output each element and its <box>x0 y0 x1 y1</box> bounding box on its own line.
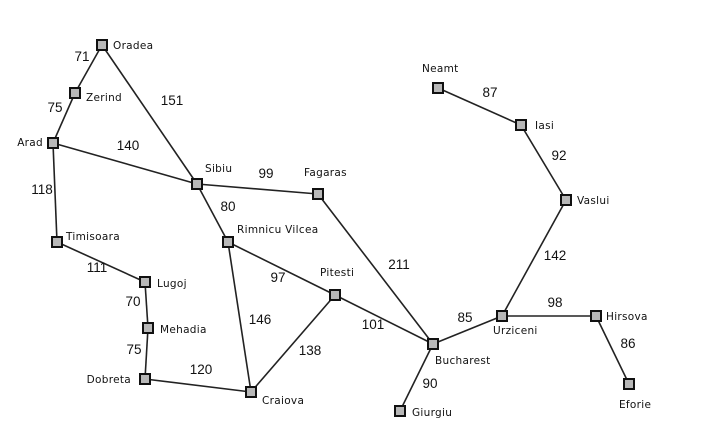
city-node-neamt[interactable] <box>432 82 444 94</box>
city-label-dobreta: Dobreta <box>87 374 131 386</box>
road-distance-label: 75 <box>126 342 141 357</box>
city-label-timisoara: Timisoara <box>65 231 120 243</box>
city-node-mehadia[interactable] <box>142 322 154 334</box>
road-distance-label: 111 <box>87 260 108 275</box>
road-distance-label: 86 <box>620 336 635 351</box>
city-node-hirsova[interactable] <box>590 310 602 322</box>
city-label-arad: Arad <box>17 137 43 149</box>
road-dobreta-craiova <box>144 378 252 393</box>
road-distance-label: 90 <box>422 376 437 391</box>
road-distance-label: 71 <box>74 49 89 64</box>
city-label-vaslui: Vaslui <box>577 195 610 207</box>
road-hirsova-eforie <box>595 315 630 385</box>
city-node-lugoj[interactable] <box>139 276 151 288</box>
city-label-neamt: Neamt <box>422 63 459 75</box>
city-node-giurgiu[interactable] <box>394 405 406 417</box>
road-distance-label: 142 <box>544 248 567 263</box>
city-node-timisoara[interactable] <box>51 236 63 248</box>
road-pitesti-bucharest <box>334 294 434 345</box>
road-distance-label: 138 <box>299 343 322 358</box>
road-bucharest-giurgiu <box>399 343 434 412</box>
city-node-rimnicu[interactable] <box>222 236 234 248</box>
road-distance-label: 97 <box>270 270 285 285</box>
city-node-vaslui[interactable] <box>560 194 572 206</box>
city-node-arad[interactable] <box>47 137 59 149</box>
road-distance-label: 120 <box>190 362 213 377</box>
road-urziceni-vaslui <box>501 199 567 317</box>
road-zerind-arad <box>52 92 76 144</box>
road-distance-label: 75 <box>47 100 62 115</box>
road-arad-sibiu <box>52 142 198 185</box>
city-label-bucharest: Bucharest <box>435 355 491 367</box>
city-node-urziceni[interactable] <box>496 310 508 322</box>
road-distance-label: 98 <box>547 295 562 310</box>
road-distance-label: 87 <box>482 85 497 100</box>
city-node-sibiu[interactable] <box>191 178 203 190</box>
city-label-oradea: Oradea <box>113 40 153 52</box>
road-distance-label: 151 <box>161 93 184 108</box>
city-node-zerind[interactable] <box>69 87 81 99</box>
road-distance-label: 211 <box>388 257 410 272</box>
road-distance-label: 70 <box>125 294 140 309</box>
city-label-giurgiu: Giurgiu <box>412 407 452 419</box>
road-sibiu-fagaras <box>196 183 319 195</box>
city-label-fagaras: Fagaras <box>304 167 347 179</box>
city-label-sibiu: Sibiu <box>205 163 232 175</box>
city-label-rimnicu: Rimnicu Vilcea <box>237 224 318 236</box>
city-node-fagaras[interactable] <box>312 188 324 200</box>
road-bucharest-urziceni <box>432 315 503 345</box>
road-distance-label: 80 <box>220 199 235 214</box>
city-label-craiova: Craiova <box>262 395 304 407</box>
road-iasi-neamt <box>437 87 522 126</box>
city-node-craiova[interactable] <box>245 386 257 398</box>
road-pitesti-craiova <box>250 294 336 393</box>
city-node-eforie[interactable] <box>623 378 635 390</box>
city-label-eforie: Eforie <box>619 399 651 411</box>
road-oradea-zerind <box>74 44 103 94</box>
road-distance-label: 99 <box>258 166 273 181</box>
city-node-iasi[interactable] <box>515 119 527 131</box>
road-distance-label: 140 <box>117 138 140 153</box>
road-rimnicu-craiova <box>227 241 252 393</box>
city-label-hirsova: Hirsova <box>606 311 648 323</box>
road-distance-label: 118 <box>31 182 53 197</box>
road-distance-label: 85 <box>457 310 472 325</box>
city-label-urziceni: Urziceni <box>493 325 538 337</box>
road-timisoara-lugoj <box>56 241 146 283</box>
road-fagaras-bucharest <box>317 193 434 345</box>
city-node-pitesti[interactable] <box>329 289 341 301</box>
road-sibiu-rimnicu <box>196 183 229 243</box>
road-rimnicu-pitesti <box>227 241 336 296</box>
road-vaslui-iasi <box>520 124 567 201</box>
city-node-dobreta[interactable] <box>139 373 151 385</box>
road-distance-label: 92 <box>551 148 566 163</box>
city-label-lugoj: Lugoj <box>157 278 187 290</box>
road-lugoj-mehadia <box>144 281 149 329</box>
city-label-mehadia: Mehadia <box>160 324 207 336</box>
road-distance-label: 146 <box>249 312 272 327</box>
city-label-zerind: Zerind <box>86 92 122 104</box>
city-node-oradea[interactable] <box>96 39 108 51</box>
road-arad-timisoara <box>52 142 58 243</box>
city-node-bucharest[interactable] <box>427 338 439 350</box>
city-label-pitesti: Pitesti <box>320 267 354 279</box>
city-label-iasi: Iasi <box>535 120 554 132</box>
road-distance-label: 101 <box>362 317 385 332</box>
road-oradea-sibiu <box>101 44 198 185</box>
road-mehadia-dobreta <box>144 327 149 380</box>
